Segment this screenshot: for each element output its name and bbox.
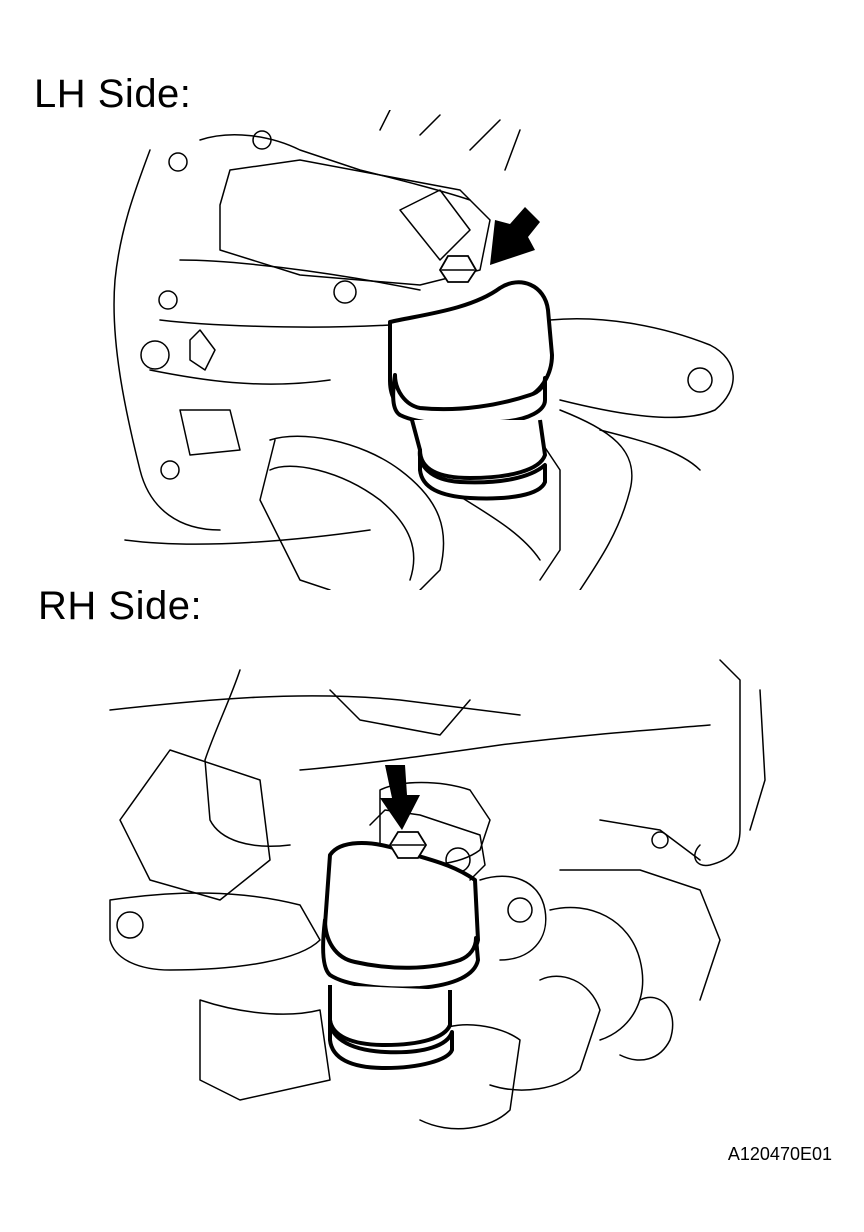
lh-arrow-icon (490, 207, 540, 265)
rh-side-illustration (109, 659, 766, 1130)
lh-engine-mount (388, 280, 554, 501)
lh-side-illustration (113, 110, 734, 590)
rh-mount-bolt (369, 809, 486, 881)
rh-background-linework (109, 659, 766, 1130)
rh-engine-mount (321, 841, 480, 1070)
lh-background-linework (113, 110, 734, 590)
lh-mount-bolt (438, 255, 478, 283)
lh-side-label: LH Side: (34, 72, 192, 116)
figure-code: A120470E01 (727, 1144, 832, 1164)
rh-side-label: RH Side: (38, 584, 203, 628)
rh-arrow-icon (380, 765, 420, 830)
